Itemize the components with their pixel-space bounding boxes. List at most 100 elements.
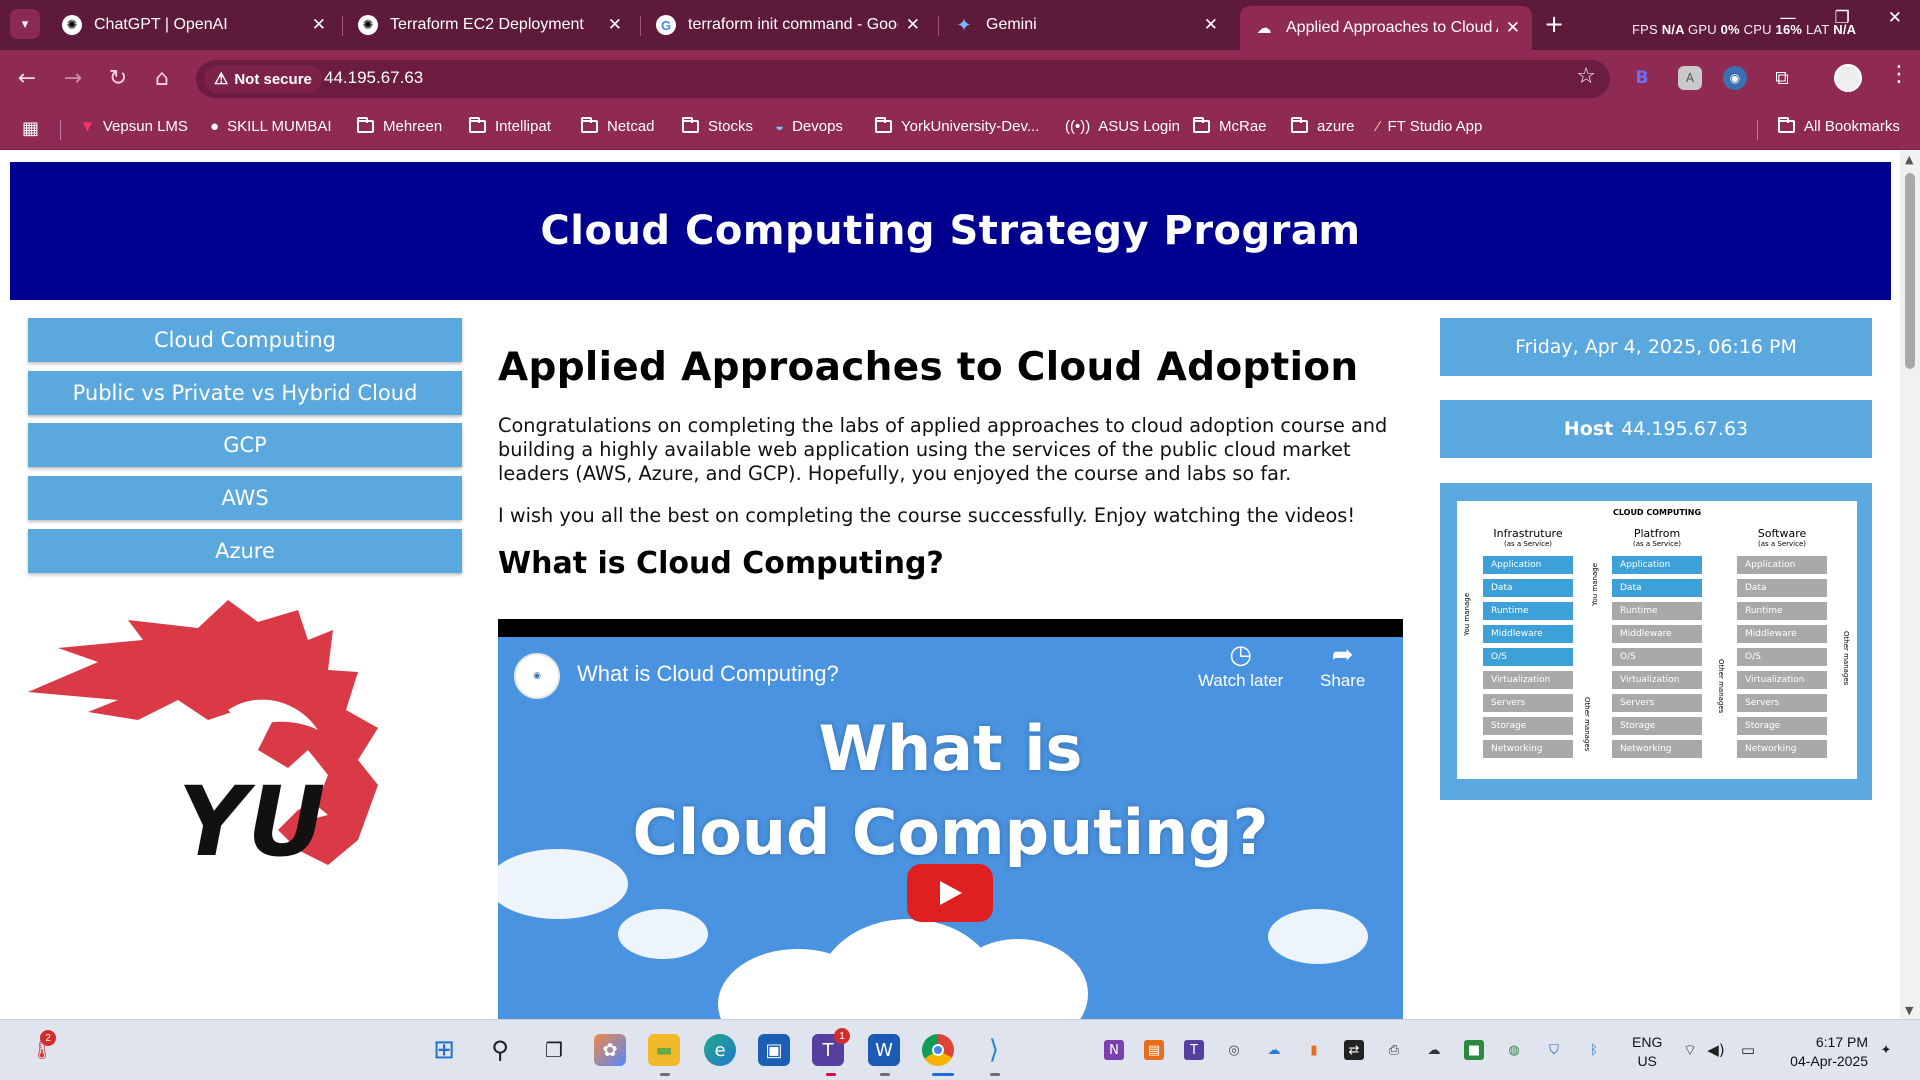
edge-icon[interactable]: e xyxy=(704,1034,736,1066)
nav-gcp[interactable]: GCP xyxy=(28,423,462,467)
new-tab-button[interactable]: + xyxy=(1544,10,1565,38)
nav-public-private-hybrid[interactable]: Public vs Private vs Hybrid Cloud xyxy=(28,371,462,415)
extension-b-icon[interactable]: B xyxy=(1635,68,1649,88)
tab-terraform-init[interactable]: G terraform init command - Goog ✕ xyxy=(642,6,932,44)
bookmark-devops[interactable]: ◒Devops xyxy=(775,118,843,135)
watch-later-button[interactable]: ◷Watch later xyxy=(1198,639,1284,690)
store-icon[interactable]: ▣ xyxy=(758,1034,790,1066)
tray-cloud-icon[interactable]: ☁ xyxy=(1427,1042,1441,1058)
reload-icon[interactable]: ↻ xyxy=(108,66,128,91)
tray-app-icon[interactable]: ▤ xyxy=(1144,1040,1164,1060)
close-tab-icon[interactable]: ✕ xyxy=(607,15,622,34)
volume-icon[interactable]: ◀) xyxy=(1707,1041,1725,1059)
nav-cloud-computing[interactable]: Cloud Computing xyxy=(28,318,462,362)
tray-remote-icon[interactable]: ⇄ xyxy=(1344,1040,1364,1060)
maximize-icon[interactable]: ❐ xyxy=(1834,8,1850,28)
bookmark-azure[interactable]: azure xyxy=(1291,117,1355,135)
scroll-up-icon[interactable]: ▲ xyxy=(1905,153,1914,166)
language-indicator[interactable]: ENG US xyxy=(1632,1034,1663,1069)
task-view-icon[interactable]: ❐ xyxy=(545,1038,563,1062)
security-shield-icon[interactable]: ⛉ xyxy=(1549,1042,1559,1058)
close-tab-icon[interactable]: ✕ xyxy=(1505,18,1520,37)
extension-translate-icon[interactable]: A xyxy=(1678,66,1702,90)
onedrive-icon[interactable]: ☁ xyxy=(1267,1042,1281,1058)
tray-network-app-icon[interactable]: ◎ xyxy=(1228,1042,1240,1058)
onenote-icon[interactable]: N xyxy=(1104,1040,1124,1060)
yu-lion-logo: YU xyxy=(28,600,378,870)
vscode-icon[interactable]: ⟩ xyxy=(988,1035,1000,1065)
all-bookmarks[interactable]: All Bookmarks xyxy=(1778,117,1900,135)
tab-applied-approaches[interactable]: ☁ Applied Approaches to Cloud A ✕ xyxy=(1240,6,1532,50)
folder-icon xyxy=(469,117,486,133)
nav-azure[interactable]: Azure xyxy=(28,529,462,573)
tray-chart-icon[interactable]: ▮ xyxy=(1310,1042,1318,1058)
apps-grid-icon[interactable]: ▦ xyxy=(22,118,40,139)
scroll-down-icon[interactable]: ▼ xyxy=(1905,1004,1914,1017)
banner-title: Cloud Computing Strategy Program xyxy=(540,208,1361,254)
tray-globe-icon[interactable]: ◍ xyxy=(1508,1042,1520,1058)
wifi-icon[interactable]: ⌔ xyxy=(1682,1040,1698,1059)
router-icon: ((•)) xyxy=(1065,118,1091,135)
system-clock[interactable]: 6:17 PM 04-Apr-2025 xyxy=(1790,1034,1868,1069)
file-explorer-icon[interactable]: ▬ xyxy=(648,1034,680,1066)
channel-avatar[interactable]: ◉ xyxy=(514,653,560,699)
extension-shield-icon[interactable]: ◉ xyxy=(1723,66,1747,90)
bookmark-york[interactable]: YorkUniversity-Dev... xyxy=(875,117,1039,135)
bookmark-skill-mumbai[interactable]: ●SKILL MUMBAI xyxy=(210,118,332,135)
nav-aws[interactable]: AWS xyxy=(28,476,462,520)
windows-start-icon[interactable]: ⊞ xyxy=(433,1035,455,1065)
cloud-decoration xyxy=(948,939,1088,1019)
address-bar[interactable]: ⚠ Not secure 44.195.67.63 ☆ xyxy=(196,60,1610,98)
word-icon[interactable]: W xyxy=(868,1034,900,1066)
video-title[interactable]: What is Cloud Computing? xyxy=(577,661,839,686)
youtube-video-embed[interactable]: ◉ What is Cloud Computing? ◷Watch later … xyxy=(498,619,1403,1019)
notifications-icon[interactable]: ✦ xyxy=(1880,1042,1892,1058)
tray-printer-icon[interactable]: ⎙ xyxy=(1388,1042,1400,1058)
browser-toolbar: ← → ↻ ⌂ ⚠ Not secure 44.195.67.63 ☆ B A … xyxy=(0,50,1920,108)
bookmark-ft-studio[interactable]: ⁄FT Studio App xyxy=(1377,118,1483,135)
copilot-icon[interactable]: ✿ xyxy=(594,1034,626,1066)
bookmark-mehreen[interactable]: Mehreen xyxy=(357,117,442,135)
close-tab-icon[interactable]: ✕ xyxy=(905,15,920,34)
more-menu-icon[interactable]: ⋮ xyxy=(1888,62,1910,87)
page-scrollbar[interactable]: ▲ ▼ xyxy=(1900,151,1920,1019)
profile-avatar[interactable] xyxy=(1834,64,1862,92)
skill-icon: ● xyxy=(210,118,220,135)
home-icon[interactable]: ⌂ xyxy=(155,66,169,91)
tray-teams-icon[interactable]: T xyxy=(1184,1040,1204,1060)
date-time-box: Friday, Apr 4, 2025, 06:16 PM xyxy=(1440,318,1872,376)
share-button[interactable]: ➦Share xyxy=(1320,639,1366,690)
tab-chatgpt[interactable]: ✺ ChatGPT | OpenAI ✕ xyxy=(48,6,338,44)
bookmark-netcad[interactable]: Netcad xyxy=(581,117,655,135)
bookmark-intellipat[interactable]: Intellipat xyxy=(469,117,551,135)
bookmark-vepsun[interactable]: ▼Vepsun LMS xyxy=(80,118,188,135)
close-window-icon[interactable]: ✕ xyxy=(1887,8,1902,28)
bookmark-stocks[interactable]: Stocks xyxy=(682,117,753,135)
security-chip[interactable]: ⚠ Not secure xyxy=(204,65,322,93)
url-text[interactable]: 44.195.67.63 xyxy=(324,68,424,87)
nvidia-icon[interactable]: ■ xyxy=(1464,1040,1484,1060)
extensions-puzzle-icon[interactable]: ⧉ xyxy=(1775,67,1789,89)
gemini-icon: ✦ xyxy=(956,14,972,35)
tab-search-button[interactable]: ▾ xyxy=(10,9,40,39)
bookmark-star-icon[interactable]: ☆ xyxy=(1576,64,1596,89)
tab-terraform-ec2[interactable]: ✺ Terraform EC2 Deployment ✕ xyxy=(344,6,634,44)
close-tab-icon[interactable]: ✕ xyxy=(1203,15,1218,34)
close-tab-icon[interactable]: ✕ xyxy=(311,15,326,34)
bookmark-asus[interactable]: ((•))ASUS Login xyxy=(1065,118,1180,135)
diagram-column-iaas: Infrastruture(as a Service) Application … xyxy=(1483,527,1573,763)
battery-icon[interactable]: ▭ xyxy=(1740,1041,1756,1059)
chrome-icon[interactable] xyxy=(922,1034,954,1066)
diagram-column-paas: Platfrom(as a Service) Application Data … xyxy=(1612,527,1702,763)
bookmark-mcrae[interactable]: McRae xyxy=(1193,117,1267,135)
bluetooth-icon[interactable]: ᛒ xyxy=(1590,1042,1598,1058)
app-icon: ⁄ xyxy=(1377,118,1380,135)
tab-gemini[interactable]: ✦ Gemini ✕ xyxy=(940,6,1230,44)
page-banner: Cloud Computing Strategy Program xyxy=(10,162,1891,300)
back-icon[interactable]: ← xyxy=(17,66,37,91)
forward-icon[interactable]: → xyxy=(63,66,83,91)
scroll-thumb[interactable] xyxy=(1905,173,1915,369)
minimize-icon[interactable]: — xyxy=(1779,8,1797,28)
search-icon[interactable]: ⚲ xyxy=(491,1036,509,1064)
play-button[interactable] xyxy=(907,864,993,922)
